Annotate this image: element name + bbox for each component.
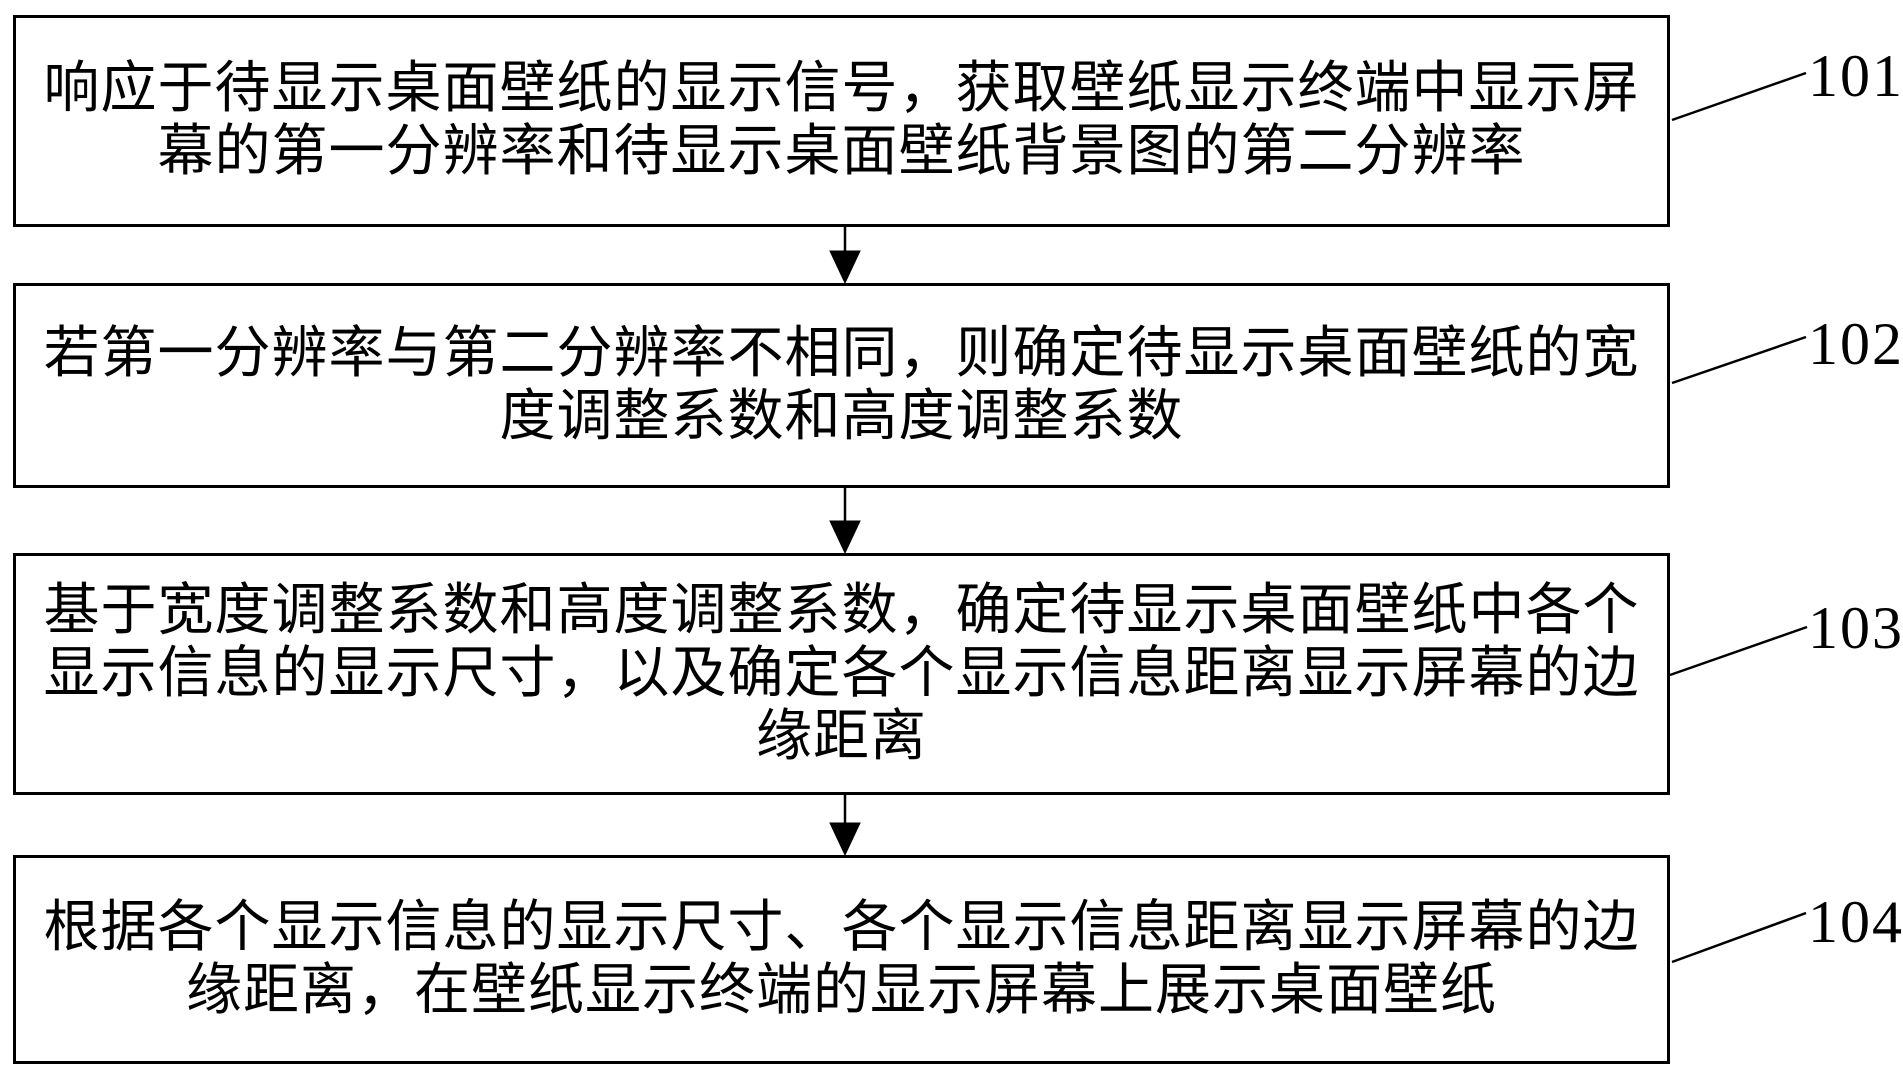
flow-step-2-text-line-1: 若第一分辨率与第二分辨率不相同，则确定待显示桌面壁纸的宽 (43, 322, 1640, 385)
down-arrow-2 (829, 488, 861, 555)
flow-step-3-text-line-3: 缘距离 (756, 705, 927, 768)
down-arrowhead-icon (829, 822, 861, 857)
ref-leader-line-104 (1671, 911, 1807, 964)
flow-step-3-text-line-1: 基于宽度调整系数和高度调整系数，确定待显示桌面壁纸中各个 (43, 579, 1640, 642)
flow-step-4-text-line-2: 缘距离，在壁纸显示终端的显示屏幕上展示桌面壁纸 (186, 959, 1497, 1022)
down-arrowhead-icon (829, 520, 861, 555)
ref-leader-line-101 (1671, 71, 1807, 122)
flow-step-3: 基于宽度调整系数和高度调整系数，确定待显示桌面壁纸中各个 显示信息的显示尺寸，以… (13, 553, 1670, 795)
ref-leader-line-103 (1669, 625, 1808, 677)
flow-step-4: 根据各个显示信息的显示尺寸、各个显示信息距离显示屏幕的边 缘距离，在壁纸显示终端… (13, 855, 1670, 1064)
flow-step-2: 若第一分辨率与第二分辨率不相同，则确定待显示桌面壁纸的宽 度调整系数和高度调整系… (13, 283, 1670, 488)
down-arrow-3 (829, 795, 861, 857)
flow-step-1-text-line-1: 响应于待显示桌面壁纸的显示信号，获取壁纸显示终端中显示屏 (43, 58, 1640, 120)
ref-label-102: 102 (1808, 311, 1903, 377)
flow-step-1-text-line-2: 幕的第一分辨率和待显示桌面壁纸背景图的第二分辨率 (157, 121, 1526, 183)
ref-label-103: 103 (1808, 595, 1903, 661)
down-arrowhead-icon (829, 250, 861, 285)
flow-step-4-text-line-1: 根据各个显示信息的显示尺寸、各个显示信息距离显示屏幕的边 (43, 896, 1640, 959)
down-arrow-1 (829, 227, 861, 285)
ref-label-101: 101 (1808, 43, 1903, 109)
flow-step-3-text-line-2: 显示信息的显示尺寸，以及确定各个显示信息距离显示屏幕的边 (43, 642, 1640, 705)
flow-step-1: 响应于待显示桌面壁纸的显示信号，获取壁纸显示终端中显示屏 幕的第一分辨率和待显示… (13, 15, 1670, 227)
ref-label-104: 104 (1808, 889, 1903, 955)
ref-leader-line-102 (1671, 335, 1807, 385)
flow-step-2-text-line-2: 度调整系数和高度调整系数 (499, 385, 1184, 448)
